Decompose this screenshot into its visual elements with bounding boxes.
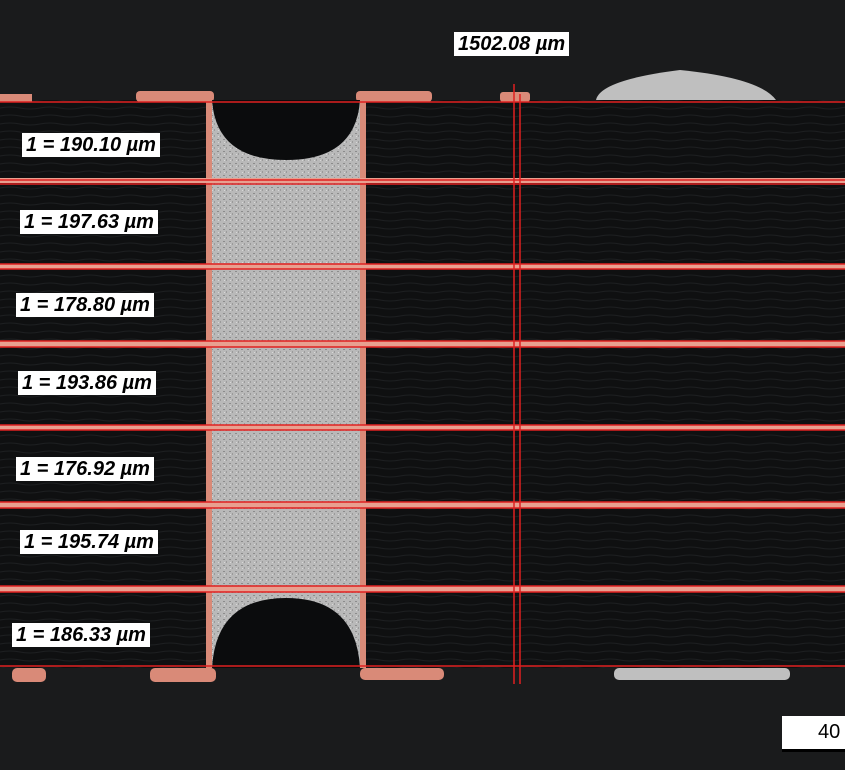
layer-4-label: 1 = 193.86 µm — [18, 371, 156, 395]
layer-5-label: 1 = 176.92 µm — [16, 457, 154, 481]
layer-7-label: 1 = 186.33 µm — [12, 623, 150, 647]
layer-3-label: 1 = 178.80 µm — [16, 293, 154, 317]
top-copper-pads — [0, 70, 776, 102]
scale-bar-label: 40 — [818, 721, 841, 743]
total-thickness-label: 1502.08 µm — [454, 32, 570, 56]
scale-bar: 40 — [782, 716, 845, 752]
layer-1-label: 1 = 190.10 µm — [22, 133, 160, 157]
bottom-copper-pads — [12, 668, 790, 682]
measurement-lines — [0, 84, 845, 684]
plated-via — [206, 100, 366, 668]
layer-6-label: 1 = 195.74 µm — [20, 530, 158, 554]
layer-2-label: 1 = 197.63 µm — [20, 210, 158, 234]
